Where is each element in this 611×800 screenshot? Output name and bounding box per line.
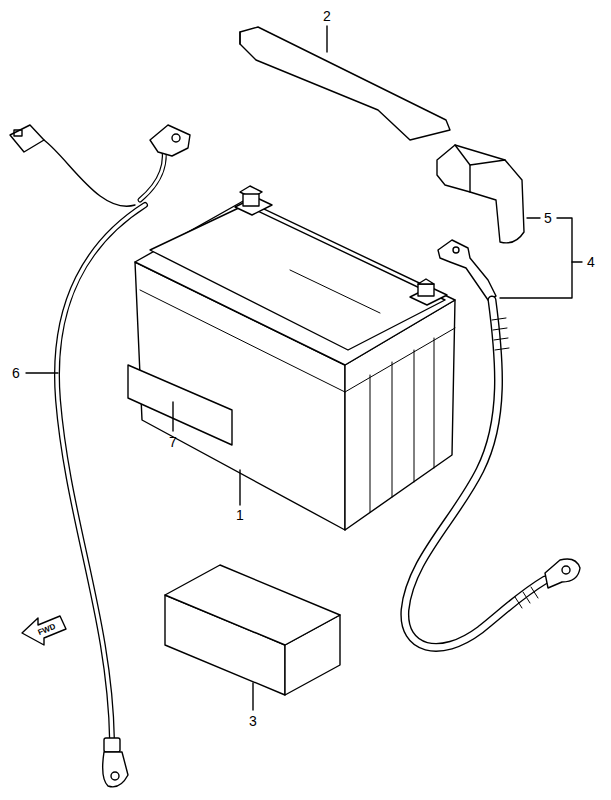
callout-number: 2 (322, 8, 332, 24)
leader-line (26, 372, 58, 373)
callout-number: 5 (543, 210, 553, 226)
callout-number: 4 (586, 254, 596, 270)
callout-number: 7 (168, 434, 178, 450)
negative-cable (10, 125, 190, 787)
callout-number: 3 (248, 713, 258, 729)
label-sticker (128, 365, 232, 445)
leader-line (326, 26, 327, 52)
bracket-leader (500, 218, 582, 298)
callout-number: 1 (235, 507, 245, 523)
callout-number: 6 (11, 365, 21, 381)
battery (128, 186, 455, 530)
battery-pad-top (240, 27, 450, 140)
battery-spacer (165, 565, 340, 695)
leader-line (239, 470, 240, 505)
leader-line (252, 683, 253, 710)
terminal-cover (437, 145, 524, 243)
direction-label: FWD (36, 622, 58, 639)
direction-arrow (22, 616, 66, 645)
leader-line (172, 402, 173, 431)
